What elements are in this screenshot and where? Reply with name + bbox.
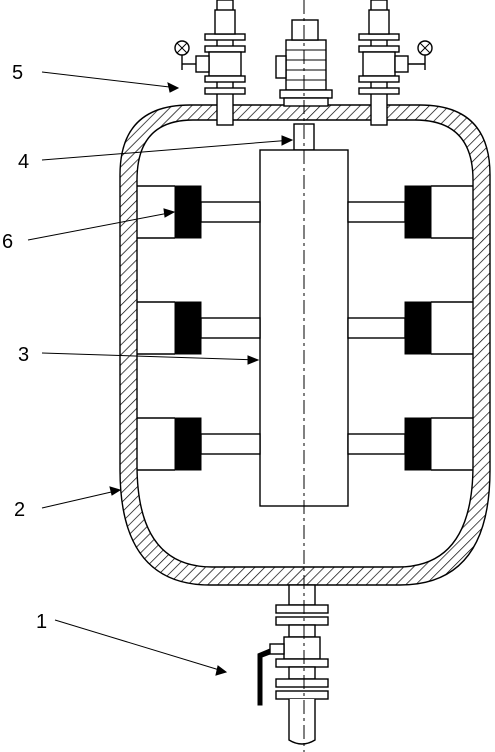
top-right-valve: [358, 9, 433, 95]
motor: [275, 19, 333, 107]
label-5: 5: [12, 62, 23, 84]
left-arm-middle: [137, 301, 261, 355]
top-left-valve: [174, 9, 246, 95]
vessel-wall: [119, 104, 491, 586]
left-arm-top: [137, 185, 261, 239]
left-arm-bottom: [137, 417, 261, 471]
label-4: 4: [18, 151, 29, 173]
bottom-outlet: [257, 584, 329, 745]
leader-lines: [27, 71, 294, 676]
label-6: 6: [2, 231, 13, 253]
right-arm-bottom: [347, 417, 473, 471]
label-1: 1: [36, 611, 47, 633]
label-3: 3: [18, 344, 29, 366]
label-2: 2: [14, 499, 25, 521]
right-arm-top: [347, 185, 473, 239]
right-arm-middle: [347, 301, 473, 355]
